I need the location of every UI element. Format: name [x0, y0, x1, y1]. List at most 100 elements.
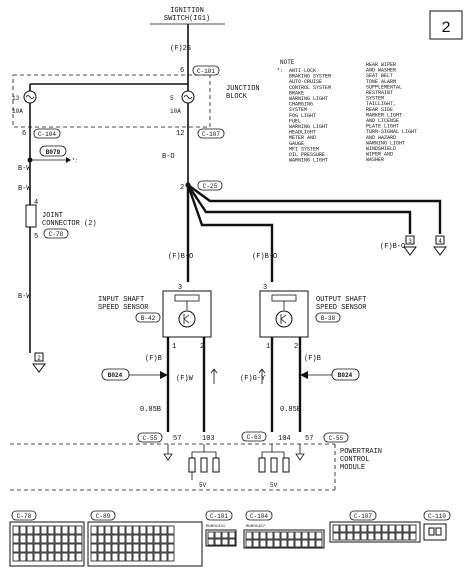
- conn-c101-cavity: [221, 538, 229, 546]
- conn-c78-cavity: [47, 525, 55, 535]
- pcm-label-1: POWERTRAIN: [340, 448, 382, 456]
- input-sensor-wire-right: (F)W: [176, 375, 194, 383]
- conn-c78-cavity: [61, 543, 69, 553]
- conn-c107-cavity: [353, 532, 361, 541]
- conn-c89-cavity: [111, 543, 119, 553]
- conn-c78-cavity: [47, 552, 55, 562]
- conn-c104-name: C-104: [250, 513, 268, 520]
- note-right-line: AND LICENSE: [366, 118, 399, 124]
- conn-c89-cavity: [125, 552, 133, 562]
- note-left-line: BRAKING SYSTEM: [289, 74, 331, 80]
- junction-conn-bottom-left-badge: [33, 128, 61, 139]
- conn-c104-cavity: [294, 539, 302, 548]
- conn-c89-cavity: [104, 543, 112, 553]
- left-down-arrow-icon: [32, 363, 46, 373]
- note-left-line: ANTI-LOCK: [289, 68, 316, 74]
- page-number-box: [429, 10, 463, 40]
- branch-left-label: (F)B-O: [168, 253, 193, 261]
- conn-c78-cavity: [54, 534, 62, 544]
- note-right-line: TURN-SIGNAL LIGHT: [366, 129, 417, 135]
- pcm-input-104-lines: [261, 444, 285, 458]
- conn-c89-badge: [90, 510, 116, 521]
- pcm-resistor-1: [188, 457, 196, 473]
- conn-c78-cavity: [75, 525, 83, 535]
- conn-c89-cavity: [153, 543, 161, 553]
- conn-c78-cavity: [33, 525, 41, 535]
- conn-c89-cavity: [104, 534, 112, 544]
- conn-c89-cavity: [139, 525, 147, 535]
- branch-mid-label: (F)B-O: [252, 253, 277, 261]
- output-sensor-pin-2: 2: [294, 343, 298, 351]
- conn-c89-cavity: [160, 543, 168, 553]
- conn-c89-cavity: [118, 534, 126, 544]
- note-left-line: WARNING LIGHT: [289, 124, 328, 130]
- pcm-conn-mid: C-63: [247, 434, 262, 441]
- fuse-b-symbol: [183, 95, 193, 99]
- conn-c78-cavity: [61, 525, 69, 535]
- note-right-line: WIPER AND: [366, 152, 393, 158]
- conn-c78-cavity: [33, 534, 41, 544]
- pcm-conn-left-badge: [137, 432, 163, 443]
- conn-c89-cavity: [146, 552, 154, 562]
- conn-c101-cavity: [207, 531, 215, 539]
- conn-c107-cavity: [374, 524, 382, 533]
- conn-c104-part: MU801457: [246, 525, 266, 529]
- conn-c104-cavity: [280, 531, 288, 540]
- conn-c89-cavity: [167, 534, 175, 544]
- output-sensor-label-2: SPEED SENSOR: [316, 304, 367, 312]
- conn-c104-cavity: [301, 539, 309, 548]
- conn-c78-badge: [11, 510, 37, 521]
- conn-c78-cavity: [54, 525, 62, 535]
- conn-c89-cavity: [118, 552, 126, 562]
- conn-c104-cavity: [287, 531, 295, 540]
- conn-c89-cavity: [167, 552, 175, 562]
- conn-c107-cavity: [402, 532, 410, 541]
- conn-c104-cavity: [245, 539, 253, 548]
- conn-c104-pin-grid: [245, 531, 323, 548]
- fuse-a-amp: 10A: [12, 108, 23, 115]
- pcm-volt-a: 5V: [199, 482, 207, 489]
- center-wire-color: B-O: [162, 153, 175, 161]
- arrow-4-number: 4: [438, 238, 442, 245]
- note-title: NOTE: [280, 59, 295, 66]
- conn-c104-cavity: [294, 531, 302, 540]
- input-sensor-conn-badge: [135, 312, 161, 323]
- conn-c107-cavity: [367, 532, 375, 541]
- arrow-4-box: [435, 235, 445, 245]
- fuse-a-symbol: [25, 95, 35, 99]
- conn-c89-cavity: [132, 552, 140, 562]
- pcm-pin-57a: 57: [173, 435, 181, 443]
- conn-c101-cavity: [228, 531, 236, 539]
- note-right-line: SYSTEM: [366, 96, 384, 102]
- conn-c89-cavity: [111, 552, 119, 562]
- splice-left-badge: [101, 368, 130, 381]
- conn-c104-cavity: [259, 531, 267, 540]
- pcm-input-103-lines: [191, 444, 217, 458]
- conn-c78-cavity: [68, 534, 76, 544]
- left-arrow-box: [34, 352, 44, 362]
- conn-c104-cavity: [308, 539, 316, 548]
- joint-connector-conn-badge: [43, 228, 69, 239]
- conn-c107-cavity: [381, 524, 389, 533]
- note-left-line: OIL PRESSURE: [289, 152, 325, 158]
- conn-c107-cavity: [388, 532, 396, 541]
- conn-c78-cavity: [12, 543, 20, 553]
- pcm-conn-right: C-55: [329, 435, 344, 442]
- conn-c78-cavity: [54, 543, 62, 553]
- left-wire-color-1: B-W: [18, 165, 31, 173]
- input-sensor-up-arrow-icon: [210, 368, 218, 384]
- output-sensor-conn-badge: [315, 312, 341, 323]
- conn-c78-cavity: [75, 552, 83, 562]
- junction-pin-bottom-left: 6: [22, 130, 26, 138]
- pcm-resistor-2: [200, 457, 208, 473]
- note-left-line: FOG LIGHT: [289, 113, 316, 119]
- conn-c104-cavity: [252, 531, 260, 540]
- conn-c78-cavity: [19, 552, 27, 562]
- conn-c101-cavity: [228, 538, 236, 546]
- conn-c89-cavity: [90, 543, 98, 553]
- junction-conn-top-badge: [192, 65, 220, 76]
- conn-c78-cavity: [26, 534, 34, 544]
- note-right-line: AND HAZARD: [366, 135, 396, 141]
- conn-c110-pin-1: [428, 527, 435, 536]
